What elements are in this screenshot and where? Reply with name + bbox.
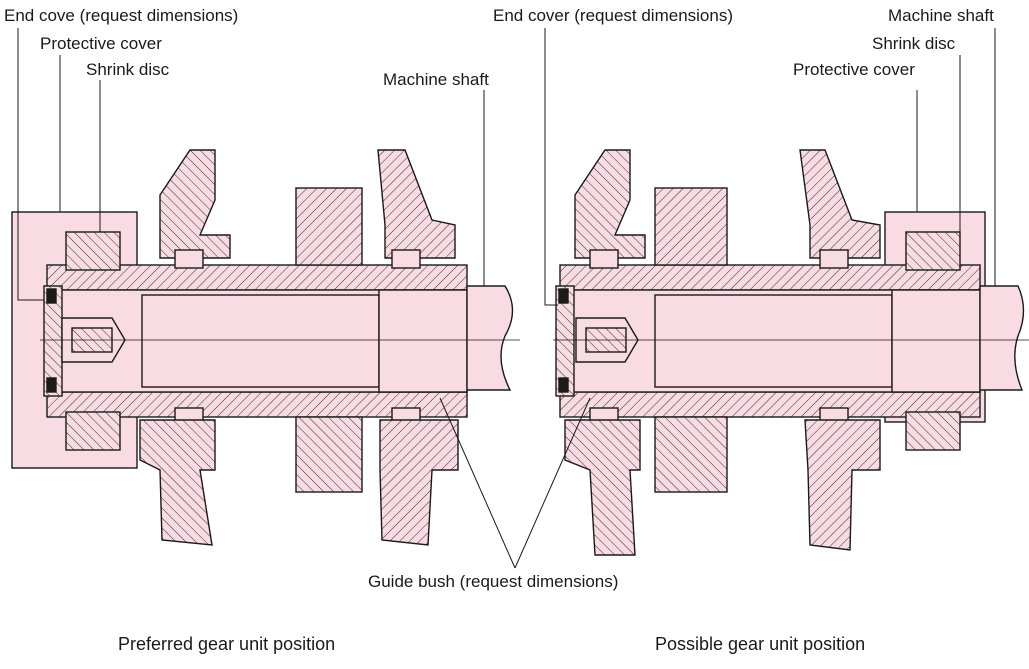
- caption-preferred-position: Preferred gear unit position: [118, 634, 336, 654]
- left-bearing-2: [391, 249, 421, 269]
- left-gear-wheel-lower: [295, 416, 363, 493]
- left-inner-shaft: [141, 294, 380, 388]
- left-housing-upper-a: [159, 149, 231, 259]
- label-right-shrink-disc: Shrink disc: [872, 34, 956, 53]
- label-guide-bush: Guide bush (request dimensions): [368, 572, 619, 591]
- label-left-protective-cover: Protective cover: [40, 34, 162, 53]
- caption-possible-position: Possible gear unit position: [655, 634, 866, 654]
- label-left-machine-shaft: Machine shaft: [383, 70, 489, 89]
- left-shrink-disc-lower: [65, 411, 121, 451]
- right-end-cover: [555, 285, 575, 397]
- left-assembly: [11, 149, 514, 546]
- leader-right-end-cover: [544, 28, 558, 306]
- label-right-machine-shaft: Machine shaft: [888, 6, 994, 25]
- label-right-end-cover: End cover (request dimensions): [493, 6, 734, 25]
- right-housing-upper-b: [799, 149, 881, 259]
- leader-lines: [17, 28, 996, 569]
- leader-guide-bush-a: [439, 397, 516, 569]
- left-guide-bush: [378, 289, 468, 393]
- right-bearing-1: [589, 249, 619, 269]
- label-left-shrink-disc: Shrink disc: [86, 60, 170, 79]
- label-left-end-cover: End cove (request dimensions): [4, 6, 239, 25]
- left-bearing-1: [174, 249, 204, 269]
- right-bearing-2: [819, 249, 849, 269]
- label-right-protective-cover: Protective cover: [793, 60, 915, 79]
- right-housing-lower-b: [804, 419, 881, 551]
- left-housing-upper-b: [377, 149, 456, 259]
- leader-left-end-cover: [17, 28, 44, 301]
- right-gear-wheel-upper: [654, 187, 728, 266]
- right-housing-upper-a: [574, 149, 646, 259]
- right-gear-wheel-lower: [654, 416, 728, 493]
- left-gear-wheel-upper: [295, 187, 363, 266]
- right-inner-shaft: [654, 294, 893, 388]
- right-assembly: [555, 149, 1025, 556]
- left-housing-lower-a: [139, 419, 216, 546]
- left-housing-lower-b: [379, 419, 459, 546]
- right-machine-shaft: [979, 285, 1025, 391]
- right-guide-bush: [891, 289, 981, 393]
- leader-guide-bush-b: [514, 397, 591, 569]
- left-machine-shaft: [466, 285, 514, 391]
- right-shrink-disc-upper: [905, 231, 961, 271]
- left-shrink-disc-upper: [65, 231, 121, 271]
- right-shrink-disc-lower: [905, 411, 961, 451]
- right-housing-lower-a: [564, 419, 641, 556]
